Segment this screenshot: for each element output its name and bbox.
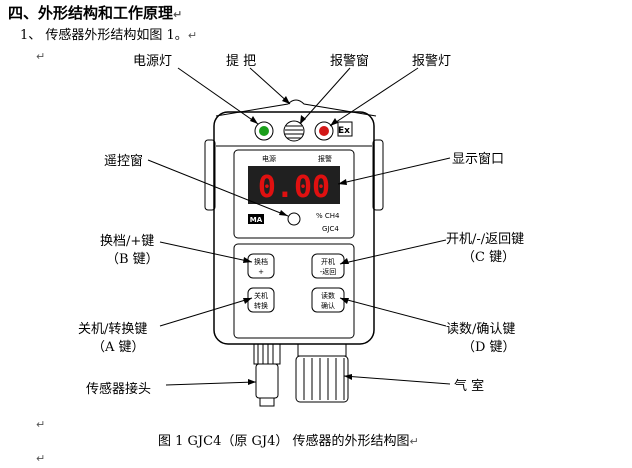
air-chamber-body xyxy=(295,355,349,403)
label-air-chamber: 气 室 xyxy=(454,379,485,394)
label-power-key-c: （C 键） xyxy=(462,250,516,265)
label-display-window: 显示窗口 xyxy=(452,152,505,167)
alarm-window xyxy=(283,120,305,142)
arrowhead xyxy=(282,96,290,104)
handle-outline xyxy=(215,99,377,117)
leader-alarm-window xyxy=(299,67,351,125)
ex-mark: Ex xyxy=(338,126,350,136)
lcd-display xyxy=(248,166,340,204)
read-button-line1: 读数 xyxy=(321,291,335,300)
leader-handle xyxy=(249,67,291,105)
range-button-line1: 换档 xyxy=(254,257,268,266)
arrowhead xyxy=(330,118,338,126)
label-read-key: 读数/确认键 xyxy=(446,322,516,337)
range-button-line2: + xyxy=(258,268,264,276)
leader-air-chamber xyxy=(343,375,451,385)
panel-power-label: 电源 xyxy=(262,154,276,163)
panel-alarm-label: 报警 xyxy=(318,154,332,163)
paragraph-mark: ↵ xyxy=(36,50,46,63)
leader-read-key xyxy=(339,297,447,327)
air-chamber-collar xyxy=(297,343,347,357)
range-plus-button[interactable] xyxy=(247,253,275,279)
paragraph-mark: ↵ xyxy=(36,452,46,465)
keypad-panel xyxy=(233,243,355,339)
lcd-reading: 0.00 xyxy=(258,170,330,205)
model-label: GJC4 xyxy=(322,225,339,233)
power-button-line2: -返回 xyxy=(320,268,337,276)
label-off-key-a: （A 键） xyxy=(92,340,145,355)
connector-tip xyxy=(259,397,275,407)
arrowhead xyxy=(248,379,256,385)
label-power-light: 电源灯 xyxy=(133,54,173,69)
figure-caption: 图 1 GJC4（原 GJ4） 传感器的外形结构图↵ xyxy=(158,434,419,449)
label-power-key: 开机/-/返回键 xyxy=(446,232,525,247)
ex-mark-box xyxy=(337,121,353,137)
intro-text: 1、 传感器外形结构如图 1。↵ xyxy=(20,28,198,43)
label-off-key: 关机/转换键 xyxy=(78,322,148,337)
label-remote-window: 遥控窗 xyxy=(104,154,144,169)
remote-window xyxy=(287,212,301,226)
right-side-clip xyxy=(372,139,384,211)
leader-power-light xyxy=(177,67,259,125)
leader-range-key xyxy=(159,241,253,263)
power-led-ring xyxy=(254,121,274,141)
label-alarm-light: 报警灯 xyxy=(412,54,452,69)
alarm-led xyxy=(319,126,329,136)
leader-off-key xyxy=(159,297,253,327)
alarm-led-ring xyxy=(314,121,334,141)
left-side-clip xyxy=(204,139,216,211)
label-range-key: 换档/+键 xyxy=(100,234,155,249)
off-button-line2: 转换 xyxy=(254,301,268,310)
label-handle: 提 把 xyxy=(226,54,257,69)
logo-badge xyxy=(248,214,264,224)
leader-alarm-light xyxy=(329,67,419,127)
arrowhead xyxy=(340,258,349,264)
arrowhead xyxy=(279,210,288,216)
label-range-key-b: （B 键） xyxy=(106,252,159,267)
paragraph-mark: ↵ xyxy=(36,418,46,431)
connector-body xyxy=(255,363,279,399)
off-button-line1: 关机 xyxy=(254,291,268,300)
unit-label: % CH4 xyxy=(316,212,340,220)
label-read-key-d: （D 键） xyxy=(462,340,516,355)
arrowhead xyxy=(300,115,306,124)
device-body xyxy=(213,111,375,345)
power-led xyxy=(259,126,269,136)
leader-remote-window xyxy=(147,159,289,217)
leader-power-key xyxy=(339,239,447,265)
section-heading: 四、外形结构和工作原理↵ xyxy=(8,4,183,22)
power-button-line1: 开机 xyxy=(321,257,335,266)
arrowhead xyxy=(338,179,347,185)
label-alarm-window: 报警窗 xyxy=(330,54,370,69)
arrowhead xyxy=(250,116,258,124)
read-button-line2: 确认 xyxy=(321,301,335,310)
arrowhead xyxy=(344,374,352,380)
label-connector: 传感器接头 xyxy=(86,382,152,397)
logo-text: MA xyxy=(250,216,263,224)
leader-connector xyxy=(165,381,257,386)
arrowhead xyxy=(243,298,252,304)
leader-display-window xyxy=(337,157,451,185)
power-on-back-button[interactable] xyxy=(311,253,345,279)
arrowhead xyxy=(243,257,252,263)
arrowhead xyxy=(340,298,349,304)
